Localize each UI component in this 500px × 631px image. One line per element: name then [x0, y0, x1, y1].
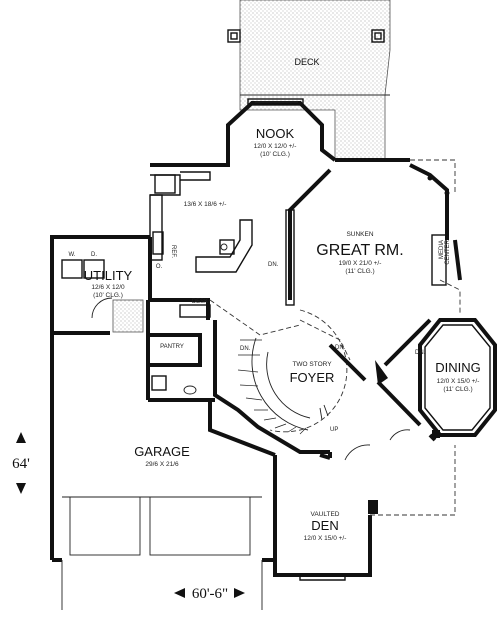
width-dimension: 60'-6"	[174, 586, 245, 602]
depth-down-arrow-icon	[16, 483, 26, 494]
garage-label: GARAGE	[134, 444, 190, 459]
utility-dryer-label: D.	[91, 252, 97, 258]
dn-label-dining: DN.	[415, 350, 426, 356]
kitchen-ref-label: REF.	[170, 245, 176, 258]
deck-area	[227, 0, 391, 161]
dn-label-foyer-left: DN.	[240, 346, 251, 352]
dining-size: 12/0 X 15/0 +/-	[437, 378, 480, 385]
pantry-label: PANTRY	[160, 344, 184, 350]
great-room-prefix: SUNKEN	[346, 231, 373, 238]
den-prefix: VAULTED	[310, 511, 339, 518]
depth-dimension: 64'	[12, 432, 30, 494]
media-center-label-bottom: CENTER	[445, 239, 451, 264]
width-dimension-label: 60'-6"	[192, 586, 228, 602]
den-walls	[273, 429, 456, 581]
diagonal-walls	[209, 299, 432, 427]
kitchen-walls	[149, 163, 253, 273]
media-center-label-top: MEDIA	[439, 240, 445, 259]
width-left-arrow-icon	[174, 588, 185, 598]
nook-size: 12/0 X 12/0 +/-	[254, 143, 297, 150]
utility-label: UTILITY	[84, 268, 133, 283]
kitchen-size: 13/6 X 18/6 +/-	[184, 201, 227, 208]
dn-label-foyer-right: DN.	[335, 345, 346, 351]
dn-label-great-room: DN.	[268, 262, 279, 268]
foyer-stair	[213, 309, 351, 458]
nook-walls	[210, 98, 337, 167]
dining-label: DINING	[435, 360, 481, 375]
garage-size: 29/6 X 21/6	[145, 461, 179, 468]
width-right-arrow-icon	[234, 588, 245, 598]
utility-size: 12/6 X 12/0	[91, 284, 125, 291]
deck-label: DECK	[294, 57, 319, 67]
foyer-prefix: TWO STORY	[292, 361, 332, 368]
up-label: UP	[330, 427, 338, 433]
great-room-size: 19/0 X 21/0 +/-	[339, 260, 382, 267]
great-room-label: GREAT RM.	[316, 242, 403, 259]
foyer-label: FOYER	[290, 370, 335, 385]
utility-walls	[50, 235, 210, 335]
depth-up-arrow-icon	[16, 432, 26, 443]
garage-walls	[50, 333, 276, 610]
great-room-walls	[285, 158, 462, 315]
den-size: 12/0 X 15/0 +/-	[304, 535, 347, 542]
pantry-walls	[146, 300, 215, 402]
den-label: DEN	[311, 518, 338, 533]
utility-ceiling: (10' CLG.)	[93, 292, 123, 299]
nook-label: NOOK	[256, 126, 295, 141]
great-room-ceiling: (11' CLG.)	[345, 268, 374, 275]
utility-oven-label: O.	[156, 264, 163, 270]
dining-walls	[418, 318, 497, 442]
depth-dimension-label: 64'	[12, 456, 30, 472]
utility-washer-label: W.	[69, 252, 76, 258]
desk-label: DESK	[192, 299, 208, 305]
nook-ceiling: (10' CLG.)	[260, 151, 290, 158]
dining-ceiling: (11' CLG.)	[443, 386, 472, 393]
